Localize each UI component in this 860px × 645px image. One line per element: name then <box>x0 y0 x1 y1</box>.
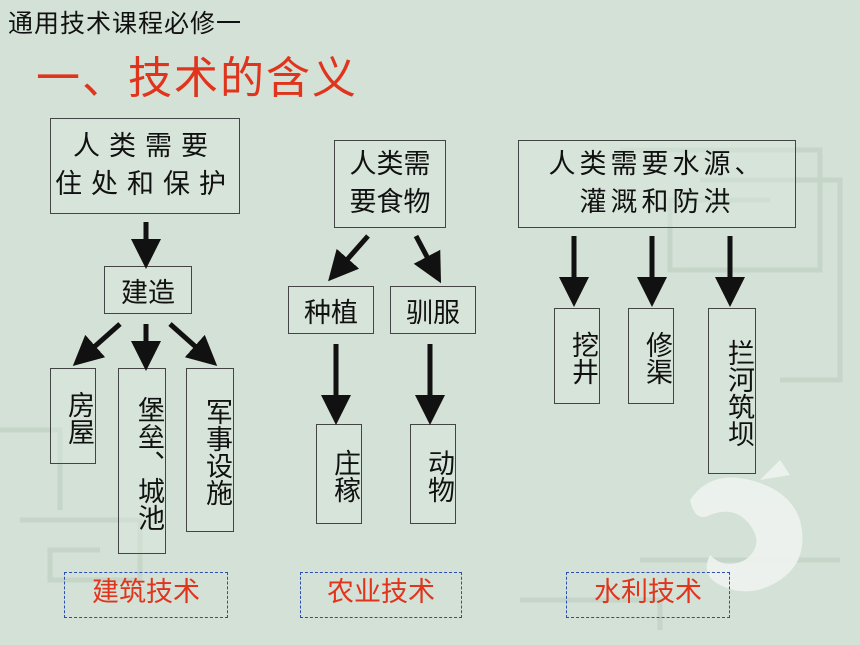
category-water: 水利技术 <box>566 572 730 618</box>
result-box-animals: 动物 <box>410 424 456 524</box>
result-box-crops: 庄稼 <box>316 424 362 524</box>
category-construction: 建筑技术 <box>64 572 228 618</box>
tech-box-build: 建造 <box>104 266 192 314</box>
page-title: 一、技术的含义 <box>36 53 358 104</box>
need-box-food: 人类需 要食物 <box>334 140 446 228</box>
result-box-well: 挖井 <box>554 308 600 404</box>
result-box-canal: 修渠 <box>628 308 674 404</box>
result-box-military: 军事设施 <box>186 368 234 532</box>
need-box-water: 人类需要水源、 灌溉和防洪 <box>518 140 796 228</box>
tech-box-tame: 驯服 <box>390 286 476 334</box>
course-subtitle: 通用技术课程必修一 <box>8 9 243 38</box>
category-agriculture: 农业技术 <box>300 572 462 618</box>
result-box-dam: 拦河筑坝 <box>708 308 756 474</box>
tech-box-plant: 种植 <box>288 286 374 334</box>
dragon-ornament-icon <box>690 460 803 592</box>
result-box-house: 房屋 <box>50 368 96 464</box>
result-box-fortress: 堡垒、城池 <box>118 368 166 554</box>
need-box-shelter: 人类需要 住处和保护 <box>50 118 240 214</box>
